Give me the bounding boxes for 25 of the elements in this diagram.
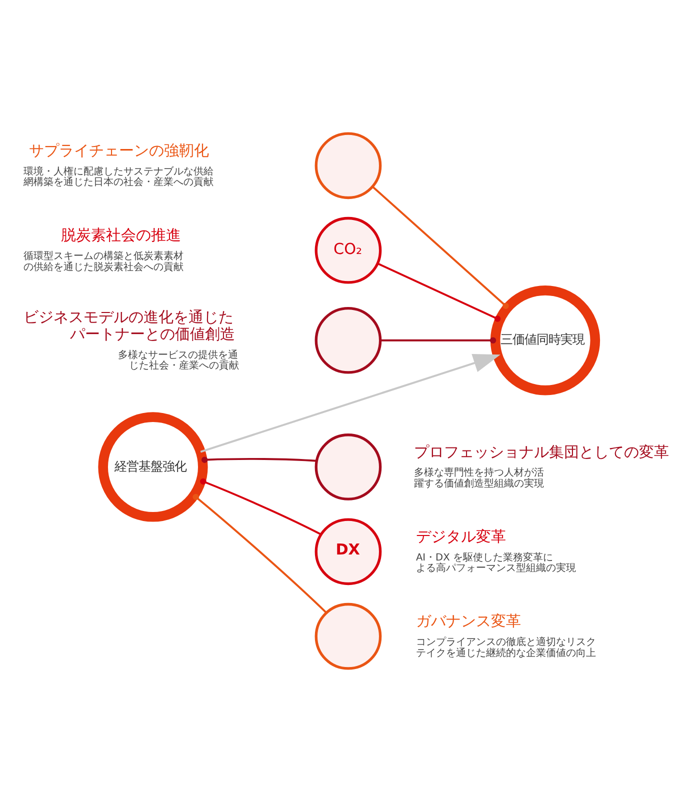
node-label: デジタル変革 [416, 527, 506, 546]
connector [372, 186, 509, 309]
node-label: 循環型スキームの構築と低炭素素材の供給を通じた脱炭素社会への貢献 [24, 251, 184, 273]
node-label: 多様な専門性を持つ人材が活躍する価値創造型組織の実現 [414, 468, 544, 490]
connector [200, 478, 322, 536]
node-label: 環境・人権に配慮したサステナブルな供給網構築を通じた日本の社会・産業への貢献 [24, 166, 214, 188]
arrow [200, 354, 500, 453]
node-circle [314, 602, 382, 670]
node-circle: CO₂ [314, 216, 382, 284]
node-circle [314, 434, 382, 500]
connector [192, 494, 327, 614]
node-circle: DX [314, 518, 382, 586]
node-label: ガバナンス変革 [416, 612, 521, 630]
node-label: コンプライアンスの徹底と適切なリスクテイクを通じた継続的な企業価値の向上 [416, 637, 596, 659]
connector [380, 337, 496, 344]
connector [378, 262, 501, 322]
connector [201, 456, 317, 463]
node-circle [314, 306, 382, 374]
node-label: AI・DX を駆使した業務変革による高パフォーマンス型組織の実現 [416, 552, 576, 574]
node-label: 脱炭素社会の推進 [61, 226, 182, 244]
node-label: 多様なサービスの提供を通じた社会・産業への貢献 [118, 350, 239, 372]
node-circle [314, 132, 382, 200]
node-label: サプライチェーンの強靭化 [29, 141, 210, 160]
node-label: プロフェッショナル集団としての変革 [414, 442, 670, 461]
node-label: ビジネスモデルの進化を通じたパートナーとの価値創造 [24, 308, 236, 344]
